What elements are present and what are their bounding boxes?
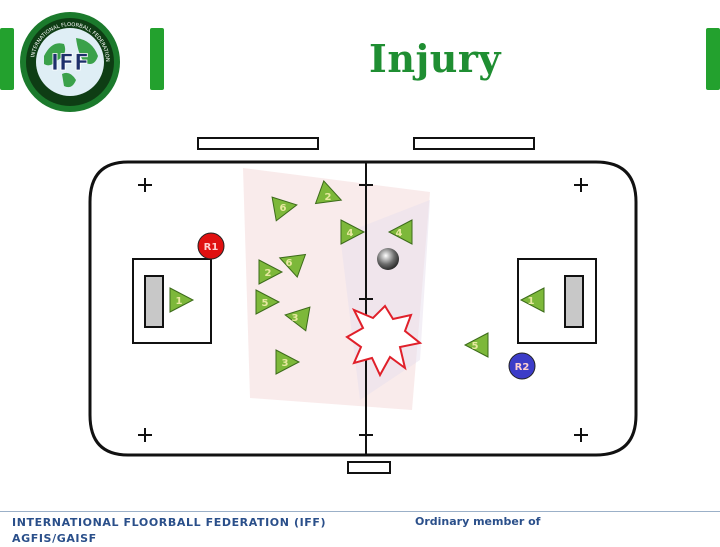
player-triangle <box>463 332 489 358</box>
logo-continent-east <box>76 38 98 64</box>
injury-burst-icon <box>345 304 423 378</box>
player-number: 4 <box>396 228 403 239</box>
player-triangle <box>278 253 307 278</box>
player-triangle <box>258 259 284 285</box>
footer-organization: INTERNATIONAL FLOORBALL FEDERATION (IFF)… <box>12 515 412 547</box>
referee-label: R1 <box>204 242 219 253</box>
player-triangle <box>275 349 301 375</box>
footer-org-name-continued: AGFIS/GAISF <box>12 532 97 545</box>
player-marker: 5 <box>255 289 281 315</box>
iff-logo: IFF INTERNATIONAL FLOORBALL FEDERATION <box>20 12 120 112</box>
player-marker: 3 <box>275 349 301 375</box>
substitution-zone-right <box>413 137 535 150</box>
player-triangle <box>387 219 413 245</box>
rink-boundary <box>88 160 638 457</box>
substitution-zone-left <box>197 137 319 150</box>
logo-letters: IFF <box>51 51 89 76</box>
player-marker: 1 <box>519 287 545 313</box>
player-triangle <box>284 306 311 332</box>
referee-circle <box>197 232 225 260</box>
player-number: 6 <box>286 258 293 269</box>
player-marker: 2 <box>258 259 284 285</box>
referee-label: R2 <box>515 362 530 373</box>
faceoff-dot-tl <box>138 178 152 192</box>
player-number: 6 <box>280 203 287 214</box>
logo-continent-south <box>62 72 76 88</box>
logo-continent-west <box>44 43 66 66</box>
player-number: 1 <box>176 296 183 307</box>
referee-circle <box>508 352 536 380</box>
player-triangle <box>314 180 343 205</box>
player-marker: 1 <box>169 287 195 313</box>
faceoff-dot-center <box>359 292 373 306</box>
penalty-bench <box>347 461 391 474</box>
player-number: 2 <box>265 268 272 279</box>
footer-org-name: INTERNATIONAL FLOORBALL FEDERATION (IFF) <box>12 516 327 529</box>
player-number: 2 <box>325 192 332 203</box>
ball <box>377 248 399 270</box>
player-number: 4 <box>347 228 354 239</box>
player-number: 5 <box>262 298 269 309</box>
goal-area-right <box>517 258 597 344</box>
slide-title: Injury <box>369 36 501 81</box>
faceoff-dot-bc <box>359 428 373 442</box>
player-marker: 6 <box>271 196 298 222</box>
player-marker: 2 <box>314 180 343 205</box>
player-number: 3 <box>282 358 289 369</box>
referee-marker: R1 <box>197 232 225 260</box>
player-marker: 4 <box>387 219 413 245</box>
footer-divider <box>0 511 720 512</box>
faceoff-dot-bl <box>138 428 152 442</box>
faceoff-dot-tc <box>359 178 373 192</box>
goal-left <box>144 275 164 328</box>
players-layer: 6 2 4 4 6 2 1 5 3 3 1 5 <box>169 180 545 375</box>
player-triangle <box>271 196 298 222</box>
player-triangle <box>169 287 195 313</box>
faceoff-dots <box>138 178 588 442</box>
faceoff-dot-tr <box>574 178 588 192</box>
green-bar-middle <box>150 28 164 90</box>
player-number: 5 <box>472 341 479 352</box>
footer-membership: Ordinary member of <box>415 515 541 528</box>
player-number: 3 <box>292 313 299 324</box>
player-triangle <box>340 219 366 245</box>
player-triangle <box>255 289 281 315</box>
player-marker: 3 <box>284 306 311 332</box>
goal-area-left <box>132 258 212 344</box>
referee-marker: R2 <box>508 352 536 380</box>
player-number: 1 <box>528 296 535 307</box>
green-bar-left <box>0 28 14 90</box>
player-marker: 6 <box>278 253 307 278</box>
faceoff-dot-br <box>574 428 588 442</box>
green-bar-right <box>706 28 720 90</box>
player-marker: 5 <box>463 332 489 358</box>
player-triangle <box>519 287 545 313</box>
player-marker: 4 <box>340 219 366 245</box>
goal-right <box>564 275 584 328</box>
